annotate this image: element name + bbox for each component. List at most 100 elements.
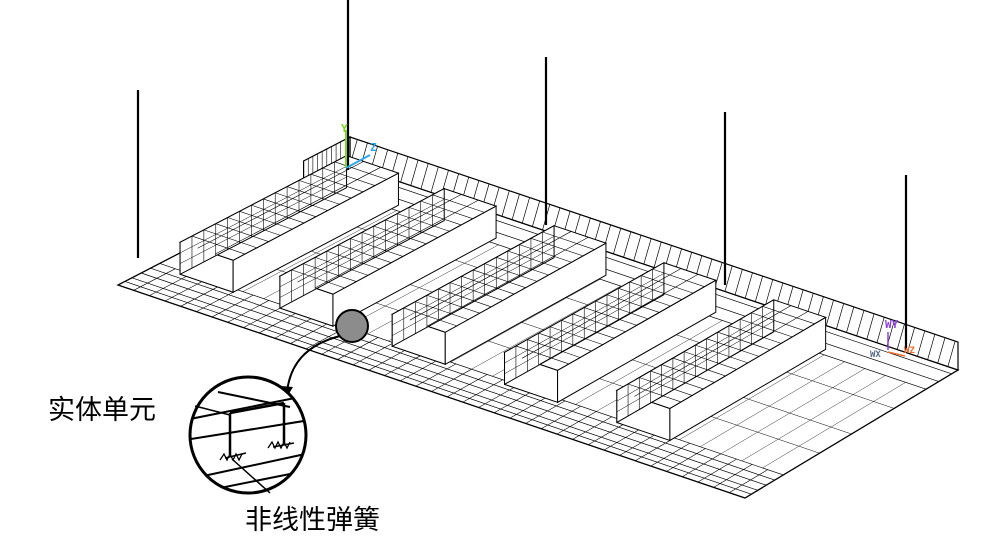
solid-element-edge — [229, 401, 285, 415]
back-wall-hatch — [501, 190, 510, 217]
back-wall-hatch — [927, 334, 936, 360]
beam-grid-line — [530, 238, 584, 257]
back-wall-hatch — [430, 166, 439, 193]
beam-grid-line — [595, 300, 649, 320]
beam-grid-line — [179, 166, 347, 254]
axis-z-label: Z — [370, 141, 377, 154]
axis-y-label: Y — [341, 122, 348, 135]
back-wall-hatch — [613, 228, 622, 254]
beam-grid-line — [426, 294, 480, 314]
beam-grid-line — [298, 180, 352, 199]
beam-grid-line — [338, 244, 392, 263]
beam-grid-line — [504, 273, 665, 364]
back-wall-hatch — [937, 337, 946, 364]
beam-grid-line — [326, 250, 380, 270]
beam-grid-line — [519, 244, 572, 263]
beam-grid-line — [279, 209, 445, 298]
beam-grid-line — [334, 161, 387, 180]
beam-grid-line — [392, 236, 555, 326]
leader-line-spring — [231, 458, 271, 494]
beam-grid-line — [627, 383, 682, 403]
magnifier-small-circle — [335, 309, 369, 343]
work-axis-x-label: WX — [870, 350, 881, 360]
base-rail — [131, 277, 758, 491]
beam-grid-line — [408, 207, 462, 226]
beam-grid-line — [397, 213, 450, 232]
back-wall-hatch — [866, 313, 875, 340]
beam-grid-line — [549, 326, 603, 345]
beam-grid-line — [542, 231, 595, 250]
beam-grid-line — [672, 357, 726, 377]
back-wall-hatch — [420, 163, 429, 190]
beam-grid-line — [616, 320, 774, 413]
beam-grid-line — [279, 199, 445, 288]
back-wall-hatch — [876, 317, 885, 343]
floor-grid-line — [450, 279, 601, 363]
beam-grid-line — [684, 351, 737, 370]
beam-grid-line — [634, 305, 792, 397]
beam-grid-line — [473, 269, 526, 288]
detail-circle — [188, 375, 308, 495]
beam-grid-line — [275, 192, 328, 211]
beam-grid-line — [197, 161, 364, 249]
beam-grid-line — [179, 176, 347, 264]
beam-grid-line — [214, 166, 381, 255]
back-wall-hatch — [765, 279, 774, 306]
floor-grid-line — [700, 361, 845, 447]
beam-grid-line — [303, 263, 357, 282]
leader-line-solid-element — [194, 405, 231, 416]
detail-line — [191, 394, 305, 421]
back-wall-hatch — [724, 265, 733, 292]
beam-grid-line — [392, 246, 555, 336]
back-wall-hatch — [521, 197, 530, 224]
beam-grid-line — [484, 263, 538, 282]
beam-grid-line — [717, 331, 771, 351]
beam-grid-line — [438, 288, 492, 308]
beam-grid-line — [504, 283, 665, 374]
beam-grid-line — [251, 204, 305, 224]
beam-grid-line — [751, 312, 804, 331]
floor-grid-line — [471, 285, 621, 370]
beam-grid-line — [650, 370, 704, 390]
beam-grid-line — [239, 211, 293, 230]
floor-grid-line — [741, 375, 886, 462]
beam-grid-line — [191, 235, 246, 255]
beam-grid-line — [651, 311, 809, 403]
floor-grid-line — [242, 210, 397, 292]
back-wall-hatch — [400, 156, 409, 183]
beam-grid-line — [641, 275, 694, 294]
beam-grid-line — [661, 364, 715, 383]
detail-line — [191, 419, 305, 441]
axis-z-line — [345, 154, 371, 169]
back-wall-hatch — [653, 241, 662, 268]
beam-grid-line — [740, 318, 793, 338]
back-wall-hatch — [633, 235, 642, 261]
beam-grid-line — [706, 338, 759, 357]
detail-content — [191, 391, 305, 492]
beam-grid-line — [618, 288, 671, 307]
back-wall-hatch — [532, 200, 541, 227]
beam-grid-line — [538, 332, 592, 352]
beam-grid-line — [461, 276, 515, 295]
work-axis-y-label: WY — [885, 318, 899, 331]
beam-grid-line — [385, 219, 438, 238]
back-wall-hatch — [410, 159, 419, 186]
floor-grid-line — [679, 354, 825, 440]
beam-grid-line — [403, 307, 457, 327]
beam-grid-line — [315, 257, 369, 276]
beam-grid-line — [287, 186, 340, 205]
label-nonlinear-spring: 非线性弹簧 — [245, 505, 380, 536]
beam-grid-line — [606, 294, 660, 313]
floor-grid-line — [783, 389, 927, 476]
label-solid-element: 实体单元 — [48, 395, 156, 426]
back-wall-hatch — [856, 310, 865, 336]
beam-grid-line — [361, 232, 415, 251]
beam-grid-line — [515, 345, 569, 365]
beam-grid-line — [521, 268, 682, 359]
back-wall-hatch — [825, 299, 834, 326]
base-rail — [150, 267, 775, 481]
back-wall-hatch — [846, 306, 855, 333]
back-wall-hatch — [836, 303, 845, 330]
beam-grid-line — [496, 257, 549, 276]
